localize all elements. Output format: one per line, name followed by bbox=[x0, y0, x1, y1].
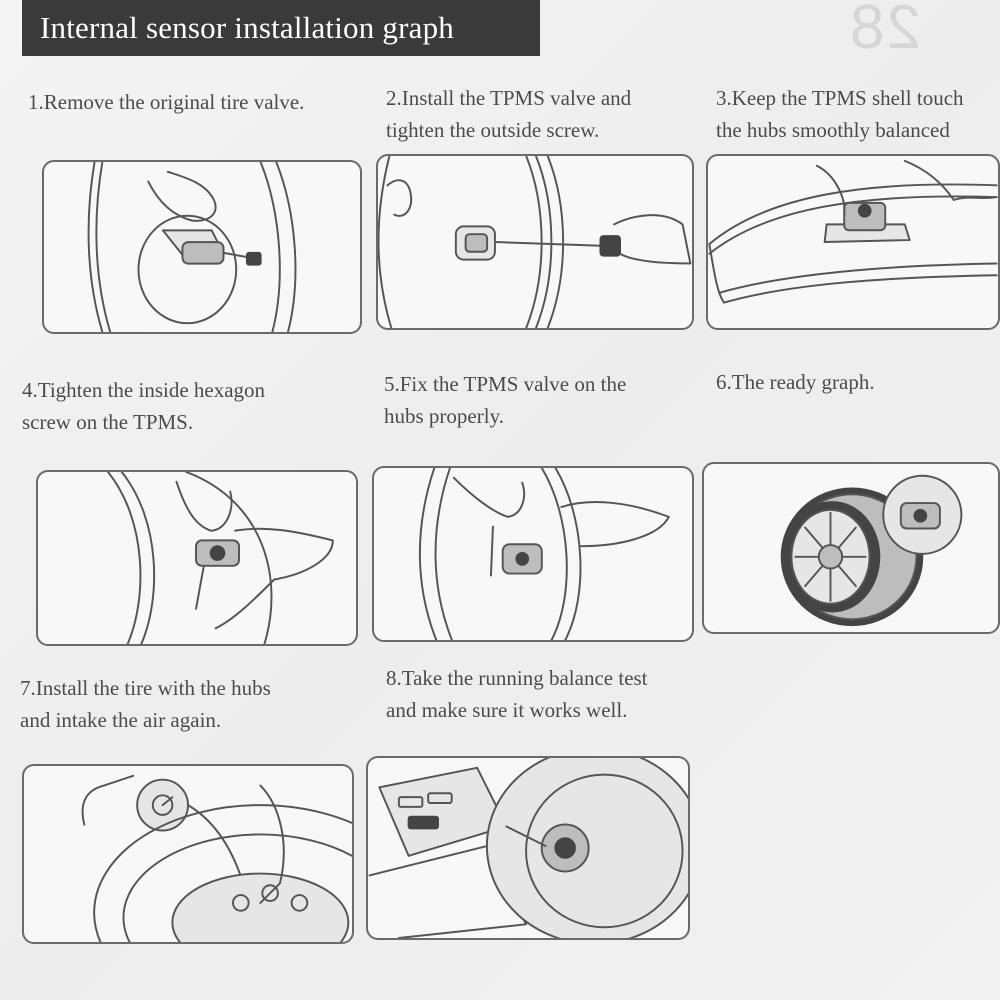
step-4-line-1: 4.Tighten the inside hexagon bbox=[22, 378, 266, 402]
step-6-line-1: 6.The ready graph. bbox=[716, 370, 875, 394]
step-2-caption: 2.Install the TPMS valve and tighten the… bbox=[386, 82, 631, 146]
step-8-line-1: 8.Take the running balance test bbox=[386, 666, 648, 690]
step-5-caption: 5.Fix the TPMS valve on the hubs properl… bbox=[384, 368, 626, 432]
step-7-illustration bbox=[22, 764, 354, 944]
step-7-caption: 7.Install the tire with the hubs and int… bbox=[20, 672, 271, 736]
step-5-line-1: 5.Fix the TPMS valve on the bbox=[384, 372, 627, 396]
remove-valve-illustration bbox=[87, 162, 297, 332]
step-7-line-2: and intake the air again. bbox=[20, 708, 222, 732]
ready-wheel-illustration bbox=[780, 474, 963, 627]
step-1-line-1: 1.Remove the original tire valve. bbox=[28, 90, 305, 114]
step-2-line-1: 2.Install the TPMS valve and bbox=[386, 86, 632, 110]
step-2-line-2: tighten the outside screw. bbox=[386, 118, 600, 142]
step-6-caption: 6.The ready graph. bbox=[716, 366, 875, 398]
step-1-illustration bbox=[42, 160, 362, 334]
step-7-line-1: 7.Install the tire with the hubs bbox=[20, 676, 271, 700]
background-print-through: 28 bbox=[848, 0, 921, 62]
step-3-line-2: the hubs smoothly balanced bbox=[716, 118, 950, 142]
step-3-line-1: 3.Keep the TPMS shell touch bbox=[716, 86, 964, 110]
step-3-illustration bbox=[706, 154, 1000, 330]
step-1-caption: 1.Remove the original tire valve. bbox=[28, 86, 304, 118]
step-4-line-2: screw on the TPMS. bbox=[22, 410, 194, 434]
shell-touch-illustration bbox=[708, 159, 998, 304]
fix-valve-illustration bbox=[418, 468, 670, 640]
step-3-caption: 3.Keep the TPMS shell touch the hubs smo… bbox=[716, 82, 964, 146]
step-4-caption: 4.Tighten the inside hexagon screw on th… bbox=[22, 374, 265, 438]
step-6-illustration bbox=[702, 462, 1000, 634]
inflate-tire-illustration bbox=[81, 774, 352, 942]
step-8-illustration bbox=[366, 756, 690, 940]
page-title: Internal sensor installation graph bbox=[22, 0, 540, 56]
step-8-line-2: and make sure it works well. bbox=[386, 698, 628, 722]
install-valve-illustration bbox=[378, 156, 692, 328]
step-5-line-2: hubs properly. bbox=[384, 404, 504, 428]
hexagon-screw-illustration bbox=[107, 472, 334, 644]
step-8-caption: 8.Take the running balance test and make… bbox=[386, 662, 648, 726]
balance-test-illustration bbox=[368, 758, 688, 938]
step-5-illustration bbox=[372, 466, 694, 642]
step-4-illustration bbox=[36, 470, 358, 646]
step-2-illustration bbox=[376, 154, 694, 330]
